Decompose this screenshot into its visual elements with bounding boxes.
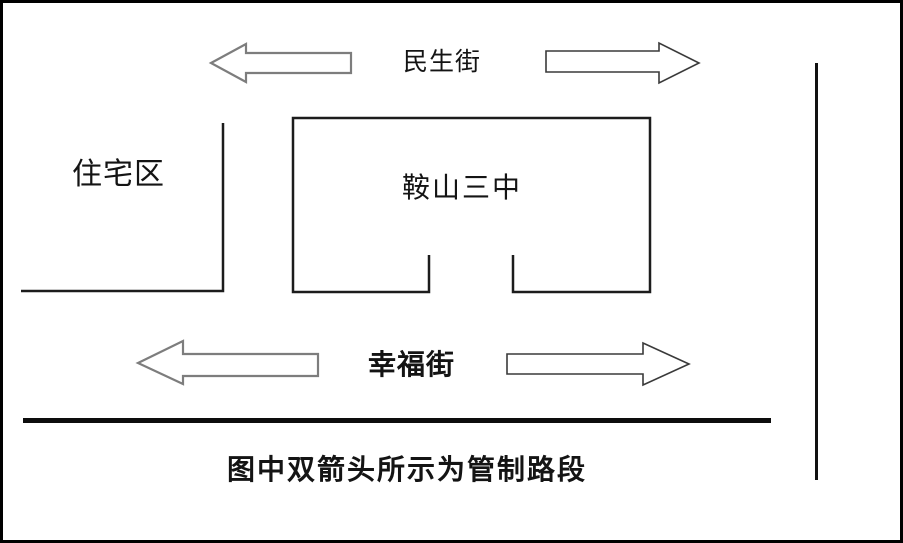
minsheng-west-arrow-icon	[208, 42, 353, 84]
school-label: 鞍山三中	[402, 172, 523, 203]
diagram-shapes	[21, 41, 818, 480]
minsheng-street-label: 民生街	[403, 48, 482, 76]
residential-area-label: 住宅区	[72, 158, 165, 191]
xingfu-street-label: 幸福街	[368, 349, 456, 380]
school-outline	[291, 116, 652, 294]
xingfu-east-arrow-icon	[506, 341, 691, 387]
residential-boundary-line	[21, 123, 225, 293]
caption-text: 图中双箭头所示为管制路段	[227, 454, 588, 485]
minsheng-east-arrow-icon	[545, 41, 701, 85]
xingfu-west-arrow-icon	[135, 339, 320, 386]
